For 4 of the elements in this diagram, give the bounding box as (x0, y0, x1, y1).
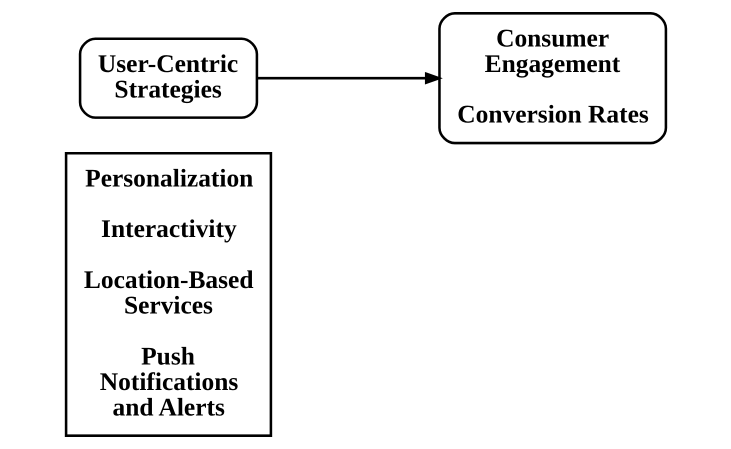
node-box: Personalization Interactivity Location-Based Services Push Notifications and Alerts (64, 152, 272, 437)
arrow (256, 72, 442, 84)
node-box: Consumer Engagement Conversion Rates (438, 12, 667, 144)
node-box: User-Centric Strategies (78, 38, 258, 119)
